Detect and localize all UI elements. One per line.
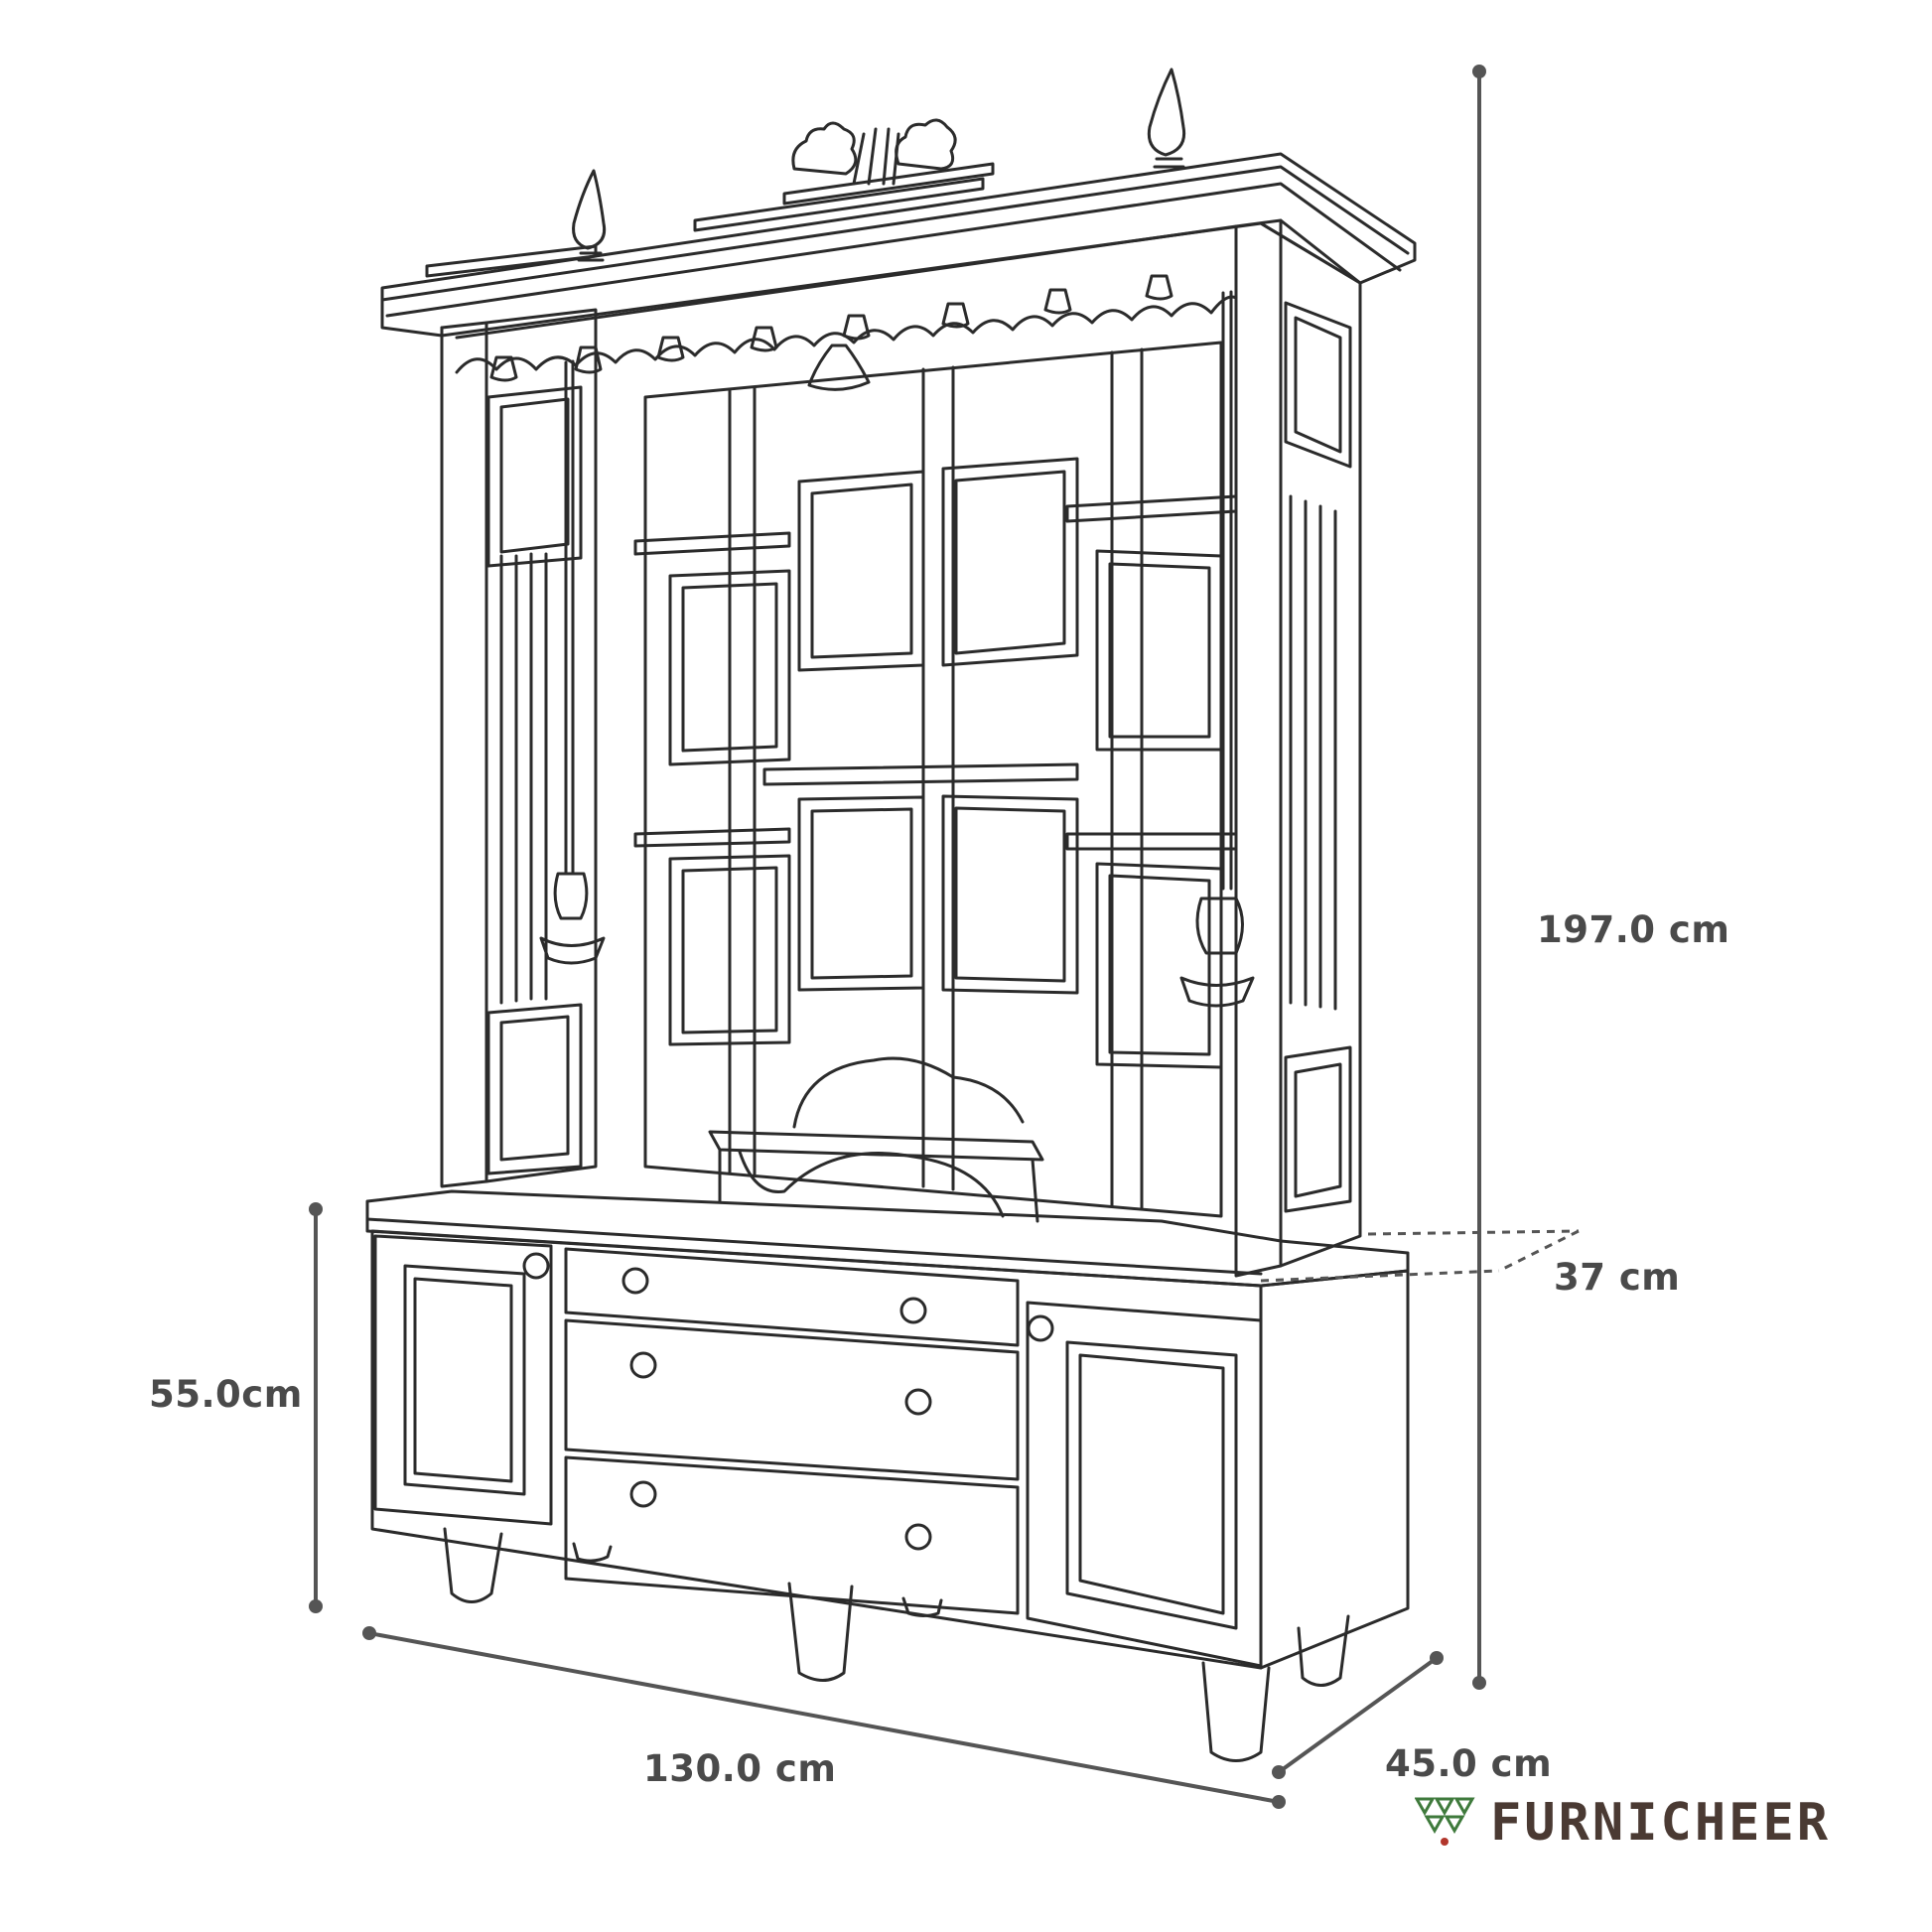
pooja-stool xyxy=(708,1056,1044,1223)
hanging-lamps xyxy=(539,290,1255,1008)
width-right-dot xyxy=(1272,1795,1286,1809)
logo-triangle-4 xyxy=(1424,1815,1446,1835)
width-label: 130.0 cm xyxy=(643,1747,837,1790)
upper-depth-label: 37 cm xyxy=(1554,1256,1681,1299)
triangles-logo-icon xyxy=(1415,1797,1475,1846)
width-line xyxy=(368,1631,1280,1804)
logo-triangle-2 xyxy=(1434,1797,1455,1817)
upper-depth-dash-bottom xyxy=(1260,1269,1500,1283)
depth-left-dot xyxy=(1272,1765,1286,1779)
height-total-top-dot xyxy=(1472,65,1486,78)
logo-dot xyxy=(1441,1838,1449,1846)
depth-line xyxy=(1277,1656,1439,1774)
crown-ornament xyxy=(782,118,995,206)
upper-right-column xyxy=(1234,218,1362,1278)
brand-logo: FURNICHEER xyxy=(1415,1793,1832,1853)
finial-left xyxy=(572,169,607,262)
drawers xyxy=(564,1247,1020,1615)
legs xyxy=(443,1527,1350,1762)
depth-right-dot xyxy=(1430,1651,1444,1665)
base-height-label: 55.0cm xyxy=(149,1373,303,1416)
upper-left-column xyxy=(440,308,598,1188)
hanging-bells xyxy=(489,274,1173,391)
upper-depth-dash-top xyxy=(1367,1229,1580,1236)
height-total-bottom-dot xyxy=(1472,1676,1486,1690)
brand-name: FURNICHEER xyxy=(1490,1793,1832,1853)
base-height-top-dot xyxy=(309,1202,323,1216)
left-door xyxy=(373,1234,553,1526)
height-total-label: 197.0 cm xyxy=(1537,908,1730,951)
logo-triangle-5 xyxy=(1444,1815,1465,1835)
base-height-bottom-dot xyxy=(309,1599,323,1613)
depth-label: 45.0 cm xyxy=(1385,1742,1553,1785)
right-door xyxy=(1026,1301,1263,1668)
logo-triangle-3 xyxy=(1453,1797,1475,1817)
shelves xyxy=(633,494,1238,851)
photo-frames xyxy=(668,457,1223,1069)
scalloped-valance xyxy=(455,224,1238,374)
finial-right xyxy=(1147,68,1186,169)
width-left-dot xyxy=(362,1626,376,1640)
big-bell xyxy=(807,344,871,391)
logo-triangle-1 xyxy=(1415,1797,1436,1817)
